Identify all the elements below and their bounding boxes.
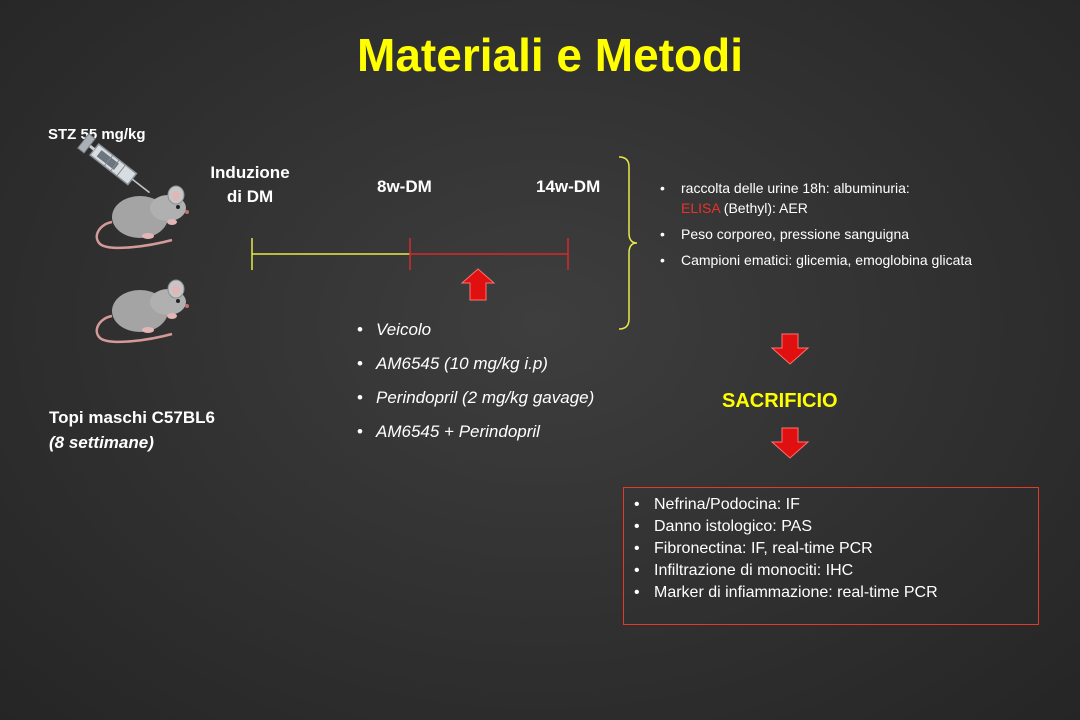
list-item: •AM6545 (10 mg/kg i.p) bbox=[357, 354, 548, 373]
slide-title: Materiali e Metodi bbox=[357, 29, 743, 81]
induction-label-line1: Induzione bbox=[210, 163, 290, 182]
arrow-down-icon bbox=[770, 427, 810, 459]
arrow-down-icon bbox=[770, 333, 810, 365]
mice-label-line1: Topi maschi C57BL6 bbox=[49, 408, 215, 427]
list-item: •Perindopril (2 mg/kg gavage) bbox=[357, 388, 595, 407]
bracket-icon bbox=[618, 156, 638, 330]
treatment-list: •Veicolo •AM6545 (10 mg/kg i.p) •Perindo… bbox=[357, 318, 594, 454]
list-item: • Peso corporeo, pressione sanguigna bbox=[660, 226, 910, 242]
measurement-list: • raccolta delle urine 18h: albuminuria:… bbox=[660, 178, 1000, 276]
stz-dose-label: STZ 55 mg/kg bbox=[48, 126, 146, 143]
list-item: • raccolta delle urine 18h: albuminuria:… bbox=[660, 180, 910, 216]
list-item: •AM6545 + Perindopril bbox=[357, 422, 540, 441]
syringe-icon bbox=[77, 133, 151, 194]
measurement-blood: Campioni ematici: glicemia, emoglobina g… bbox=[681, 252, 973, 268]
results-box: •Nefrina/Podocina: IF •Danno istologico:… bbox=[623, 487, 1039, 625]
measurement-urine-suffix: (Bethyl): AER bbox=[719, 200, 808, 216]
list-item: •Marker di infiammazione: real-time PCR bbox=[634, 584, 938, 601]
arrow-up-icon bbox=[460, 268, 496, 301]
timeline bbox=[251, 238, 569, 270]
measurement-weight: Peso corporeo, pressione sanguigna bbox=[681, 226, 910, 242]
list-item: •Infiltrazione di monociti: IHC bbox=[634, 562, 854, 579]
mouse-icon bbox=[95, 185, 189, 250]
measurement-urine: raccolta delle urine 18h: albuminuria: bbox=[681, 180, 910, 196]
elisa-highlight: ELISA bbox=[681, 200, 720, 216]
results-list: •Nefrina/Podocina: IF •Danno istologico:… bbox=[624, 488, 1038, 604]
list-item: •Veicolo bbox=[357, 320, 432, 339]
timepoint-8w-label: 8w-DM bbox=[377, 177, 432, 196]
mice-label: Topi maschi C57BL6 (8 settimane) bbox=[49, 405, 215, 455]
sacrificio-label: SACRIFICIO bbox=[722, 390, 838, 412]
induction-label: Induzione di DM bbox=[196, 161, 304, 209]
list-item: • Campioni ematici: glicemia, emoglobina… bbox=[660, 252, 973, 268]
induction-label-line2: di DM bbox=[226, 187, 274, 206]
timepoint-14w-label: 14w-DM bbox=[536, 177, 601, 196]
mouse-icon bbox=[95, 279, 189, 344]
mice-label-line2: (8 settimane) bbox=[49, 433, 154, 452]
list-item: •Danno istologico: PAS bbox=[634, 518, 813, 535]
list-item: •Fibronectina: IF, real-time PCR bbox=[634, 540, 873, 557]
list-item: •Nefrina/Podocina: IF bbox=[634, 496, 800, 513]
